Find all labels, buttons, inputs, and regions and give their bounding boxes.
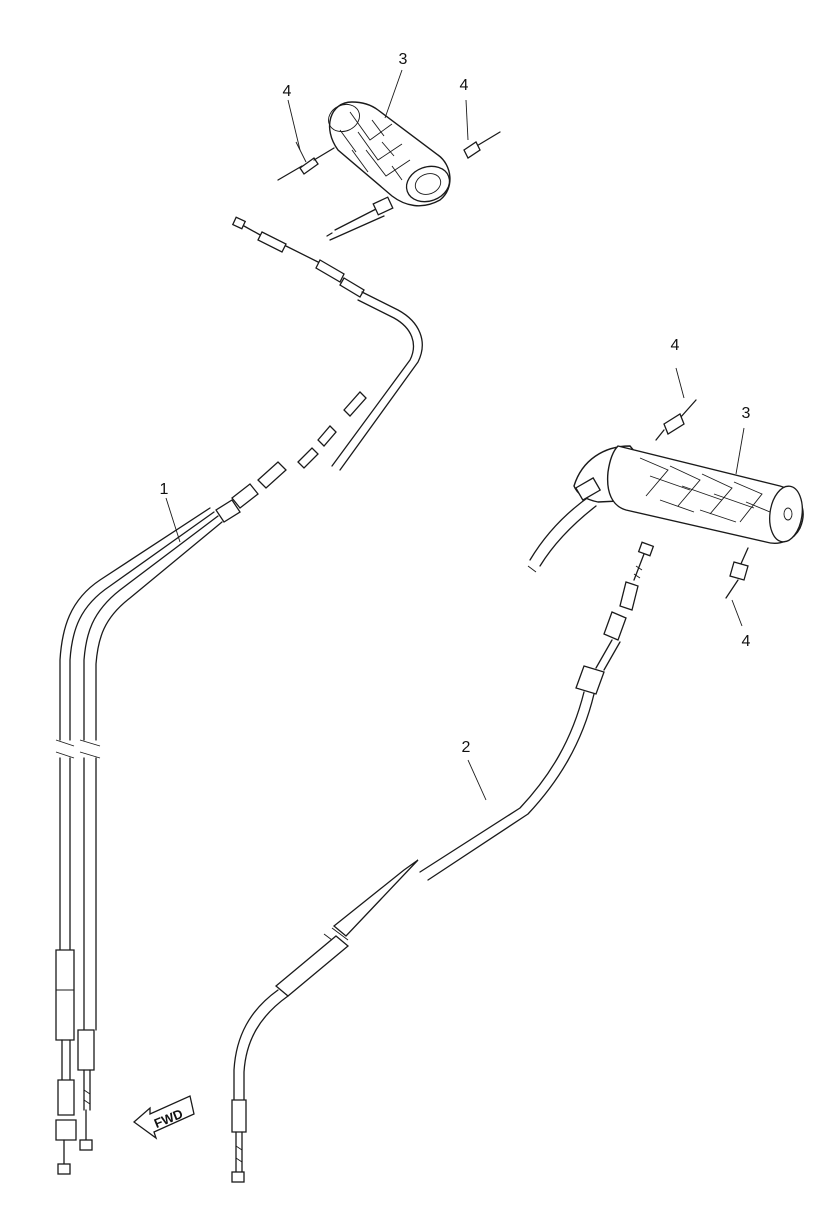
cable-1 (55, 216, 423, 1175)
callout-1: 1 (159, 481, 169, 498)
top-right-pin (463, 99, 501, 159)
leader-1 (165, 497, 181, 543)
leader-2 (467, 759, 487, 801)
leader-4-top-left (287, 99, 301, 151)
right-grip-assembly (527, 445, 804, 573)
callout-4-right-upper: 4 (670, 337, 680, 354)
callout-4-top-left: 4 (282, 83, 292, 100)
leader-3-top (384, 69, 403, 119)
right-lower-pin (725, 547, 749, 627)
callout-4-top-right: 4 (459, 77, 469, 94)
callout-3-right: 3 (741, 405, 751, 422)
right-upper-pin (655, 367, 697, 441)
fwd-arrow-icon: FWD (132, 1095, 195, 1140)
fwd-label: FWD (152, 1106, 185, 1131)
callout-4-right-lower: 4 (741, 633, 751, 650)
cable-2 (231, 541, 655, 1183)
callout-3-top: 3 (398, 51, 408, 68)
top-left-pin (277, 141, 335, 181)
leader-3-right (735, 427, 745, 475)
top-grip-assembly (326, 101, 451, 241)
callout-2: 2 (461, 739, 471, 756)
